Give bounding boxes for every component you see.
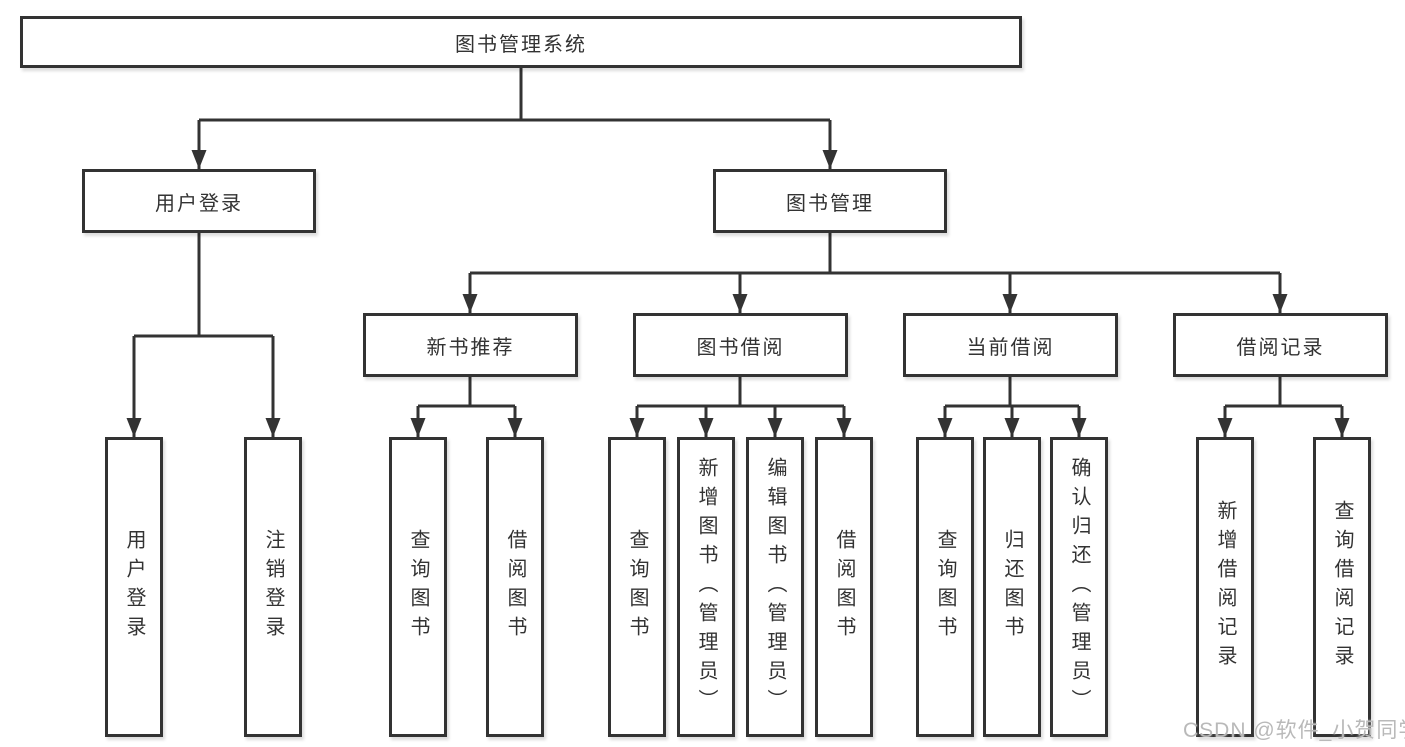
node-label: 归还图书 — [1001, 529, 1023, 645]
leaf-query-borrow-record: 查询借阅记录 — [1313, 437, 1371, 737]
node-borrow-records: 借阅记录 — [1173, 313, 1388, 377]
node-label: 编辑图书（管理员） — [764, 456, 786, 718]
node-label: 查询图书 — [934, 529, 956, 645]
node-current-borrow: 当前借阅 — [903, 313, 1118, 377]
leaf-borrow-books-borrow: 借阅图书 — [815, 437, 873, 737]
node-label: 查询图书 — [626, 529, 648, 645]
node-label: 用户登录 — [155, 192, 243, 215]
node-book-borrow: 图书借阅 — [633, 313, 848, 377]
leaf-add-borrow-record: 新增借阅记录 — [1196, 437, 1254, 737]
node-user-login: 用户登录 — [82, 169, 316, 233]
node-book-management: 图书管理 — [713, 169, 947, 233]
connector-path — [134, 68, 1342, 408]
node-label: 借阅图书 — [504, 529, 526, 645]
node-label: 当前借阅 — [966, 336, 1055, 359]
leaf-confirm-return-admin: 确认归还（管理员） — [1050, 437, 1108, 737]
node-library-system: 图书管理系统 — [20, 16, 1022, 68]
node-label: 查询图书 — [407, 529, 429, 645]
leaf-user-login: 用户登录 — [105, 437, 163, 737]
leaf-edit-book-admin: 编辑图书（管理员） — [746, 437, 804, 737]
leaf-query-books-borrow: 查询图书 — [608, 437, 666, 737]
watermark: CSDN @软件_小贺同学 — [1183, 719, 1405, 742]
node-label: 新增借阅记录 — [1214, 500, 1236, 674]
node-label: 图书管理 — [786, 192, 874, 215]
node-label: 查询借阅记录 — [1331, 500, 1353, 674]
leaf-return-book: 归还图书 — [983, 437, 1041, 737]
node-label: 借阅记录 — [1236, 336, 1325, 359]
leaf-borrow-books-newbook: 借阅图书 — [486, 437, 544, 737]
node-label: 用户登录 — [123, 529, 145, 645]
node-label: 注销登录 — [262, 529, 284, 645]
node-label: 图书管理系统 — [455, 33, 587, 56]
node-label: 确认归还（管理员） — [1068, 456, 1090, 718]
node-label: 新增图书（管理员） — [695, 456, 717, 718]
node-label: 新书推荐 — [426, 336, 515, 359]
leaf-query-books-newbook: 查询图书 — [389, 437, 447, 737]
node-new-book-recommend: 新书推荐 — [363, 313, 578, 377]
leaf-add-book-admin: 新增图书（管理员） — [677, 437, 735, 737]
node-label: 图书借阅 — [696, 336, 785, 359]
leaf-logout-login: 注销登录 — [244, 437, 302, 737]
leaf-query-books-current: 查询图书 — [916, 437, 974, 737]
node-label: 借阅图书 — [833, 529, 855, 645]
